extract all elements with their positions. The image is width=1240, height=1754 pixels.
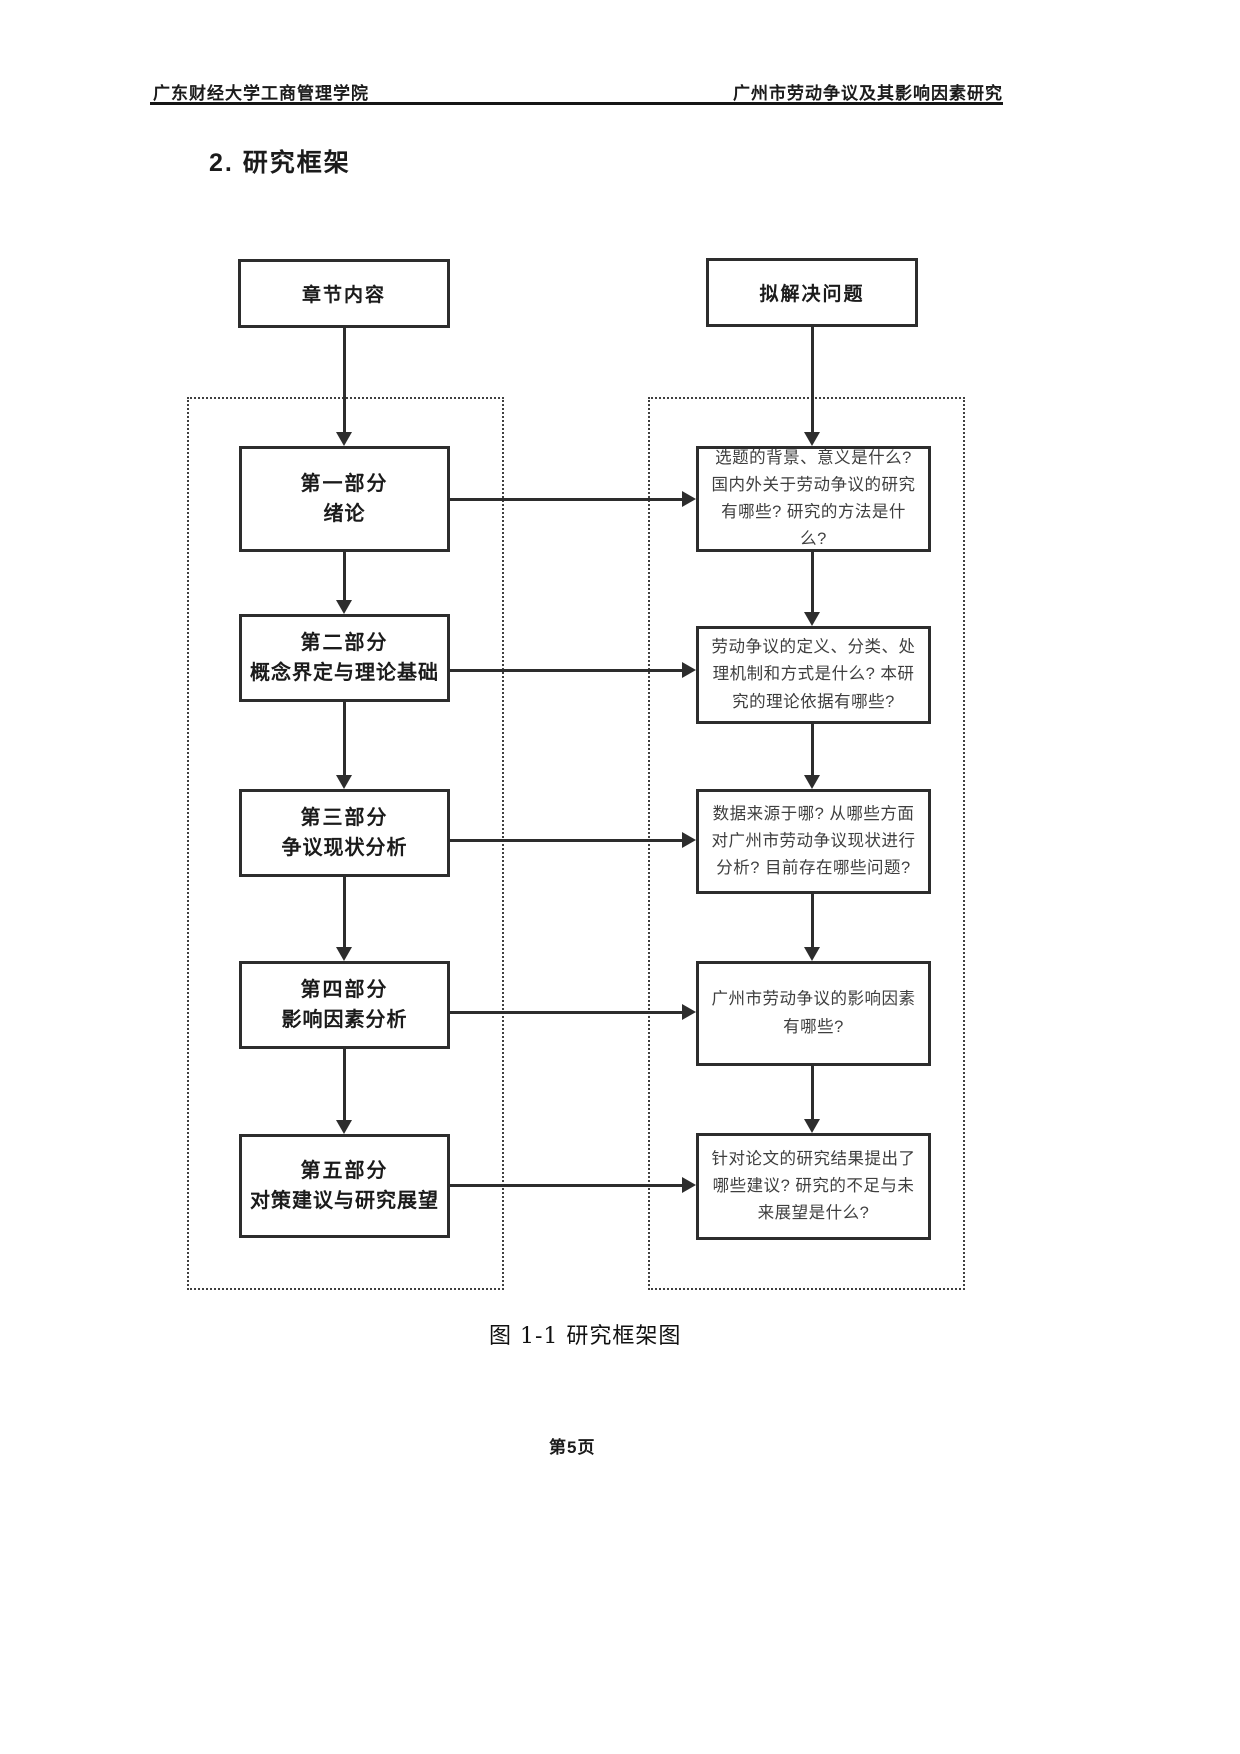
- right-arrow-shaft: [450, 669, 682, 672]
- down-arrow-shaft: [811, 327, 814, 433]
- down-arrow-icon: [336, 1120, 352, 1134]
- question-4-text: 广州市劳动争议的影响因素有哪些?: [711, 990, 916, 1036]
- down-arrow-shaft: [343, 552, 346, 601]
- down-arrow-shaft: [811, 724, 814, 776]
- chapter-5-part: 第五部分: [300, 1160, 389, 1182]
- column-header-box-questions: 拟解决问题: [706, 258, 918, 327]
- question-5-text: 针对论文的研究结果提出了哪些建议? 研究的不足与未来展望是什么?: [711, 1149, 916, 1223]
- right-arrow-icon: [682, 491, 696, 507]
- chapter-2-part: 第二部分: [300, 632, 389, 654]
- right-arrow-icon: [682, 1004, 696, 1020]
- chapter-5-title: 对策建议与研究展望: [250, 1190, 439, 1212]
- right-arrow-shaft: [450, 1184, 682, 1187]
- question-box-4: 广州市劳动争议的影响因素有哪些?: [696, 961, 931, 1066]
- down-arrow-icon: [336, 600, 352, 614]
- chapter-3-title: 争议现状分析: [281, 837, 408, 859]
- down-arrow-icon: [804, 612, 820, 626]
- chapter-2-title: 概念界定与理论基础: [250, 662, 439, 684]
- chapter-1-title: 绪论: [323, 503, 366, 525]
- right-arrow-icon: [682, 1177, 696, 1193]
- page-number: 第5页: [549, 1438, 596, 1457]
- header-rule: [150, 102, 1003, 105]
- down-arrow-shaft: [343, 328, 346, 433]
- down-arrow-icon: [336, 432, 352, 446]
- question-box-5: 针对论文的研究结果提出了哪些建议? 研究的不足与未来展望是什么?: [696, 1133, 931, 1240]
- figure-caption: 图 1-1 研究框架图: [489, 1324, 682, 1349]
- down-arrow-shaft: [343, 1049, 346, 1121]
- down-arrow-icon: [804, 432, 820, 446]
- down-arrow-icon: [336, 947, 352, 961]
- chapter-3-part: 第三部分: [300, 807, 389, 829]
- chapter-4-part: 第四部分: [300, 979, 389, 1001]
- question-3-text: 数据来源于哪? 从哪些方面对广州市劳动争议现状进行分析? 目前存在哪些问题?: [711, 804, 916, 878]
- question-box-1: 选题的背景、意义是什么? 国内外关于劳动争议的研究有哪些? 研究的方法是什么?: [696, 446, 931, 552]
- header-institution: 广东财经大学工商管理学院: [153, 84, 369, 103]
- right-arrow-icon: [682, 832, 696, 848]
- down-arrow-shaft: [811, 894, 814, 948]
- down-arrow-icon: [804, 1119, 820, 1133]
- section-title: 2. 研究框架: [209, 149, 351, 177]
- chapter-1-part: 第一部分: [300, 473, 389, 495]
- down-arrow-icon: [336, 775, 352, 789]
- chapter-box-3: 第三部分 争议现状分析: [239, 789, 450, 877]
- down-arrow-shaft: [811, 552, 814, 613]
- down-arrow-shaft: [811, 1066, 814, 1120]
- chapter-box-5: 第五部分 对策建议与研究展望: [239, 1134, 450, 1238]
- right-arrow-shaft: [450, 1011, 682, 1014]
- down-arrow-shaft: [343, 702, 346, 776]
- question-box-2: 劳动争议的定义、分类、处理机制和方式是什么? 本研究的理论依据有哪些?: [696, 626, 931, 724]
- column-header-chapters-label: 章节内容: [301, 285, 386, 306]
- question-box-3: 数据来源于哪? 从哪些方面对广州市劳动争议现状进行分析? 目前存在哪些问题?: [696, 789, 931, 894]
- column-header-box-chapters: 章节内容: [238, 259, 450, 328]
- chapter-box-1: 第一部分 绪论: [239, 446, 450, 552]
- right-arrow-shaft: [450, 839, 682, 842]
- chapter-box-2: 第二部分 概念界定与理论基础: [239, 614, 450, 702]
- right-arrow-icon: [682, 662, 696, 678]
- right-arrow-shaft: [450, 498, 682, 501]
- header-thesis-title: 广州市劳动争议及其影响因素研究: [733, 84, 1003, 103]
- down-arrow-icon: [804, 947, 820, 961]
- question-2-text: 劳动争议的定义、分类、处理机制和方式是什么? 本研究的理论依据有哪些?: [711, 638, 916, 711]
- question-1-text: 选题的背景、意义是什么? 国内外关于劳动争议的研究有哪些? 研究的方法是什么?: [711, 448, 916, 549]
- down-arrow-shaft: [343, 877, 346, 948]
- down-arrow-icon: [804, 775, 820, 789]
- chapter-box-4: 第四部分 影响因素分析: [239, 961, 450, 1049]
- column-header-questions-label: 拟解决问题: [759, 284, 865, 305]
- dotted-frame-questions: [648, 397, 965, 1290]
- chapter-4-title: 影响因素分析: [281, 1009, 408, 1031]
